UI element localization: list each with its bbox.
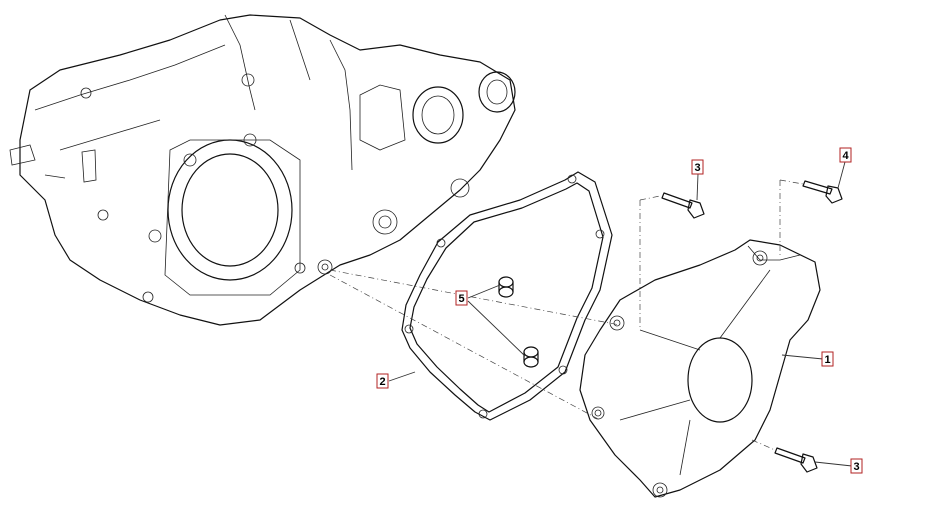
callout-2-text: 2 [379,376,385,388]
callout-3-top: 3 [691,159,704,175]
callout-1-text: 1 [824,354,830,366]
bolt-4 [802,180,843,204]
crankcase [9,14,516,326]
callout-3-bottom: 3 [850,458,863,474]
alignment-lines [329,179,804,451]
leader-lines [388,161,853,467]
callout-3-top-text: 3 [694,162,700,174]
callout-1: 1 [821,351,834,367]
callout-2: 2 [376,373,389,389]
dowel-pins [498,276,539,368]
callout-5-text: 5 [458,293,464,305]
bolt-3-bottom [774,447,818,473]
callout-4: 4 [839,147,852,163]
callout-3-bottom-text: 3 [853,461,859,473]
bolt-3-top [661,192,705,219]
ignition-cover [579,239,821,498]
callout-4-text: 4 [842,150,849,162]
gasket [401,171,613,421]
callout-5: 5 [455,290,468,306]
